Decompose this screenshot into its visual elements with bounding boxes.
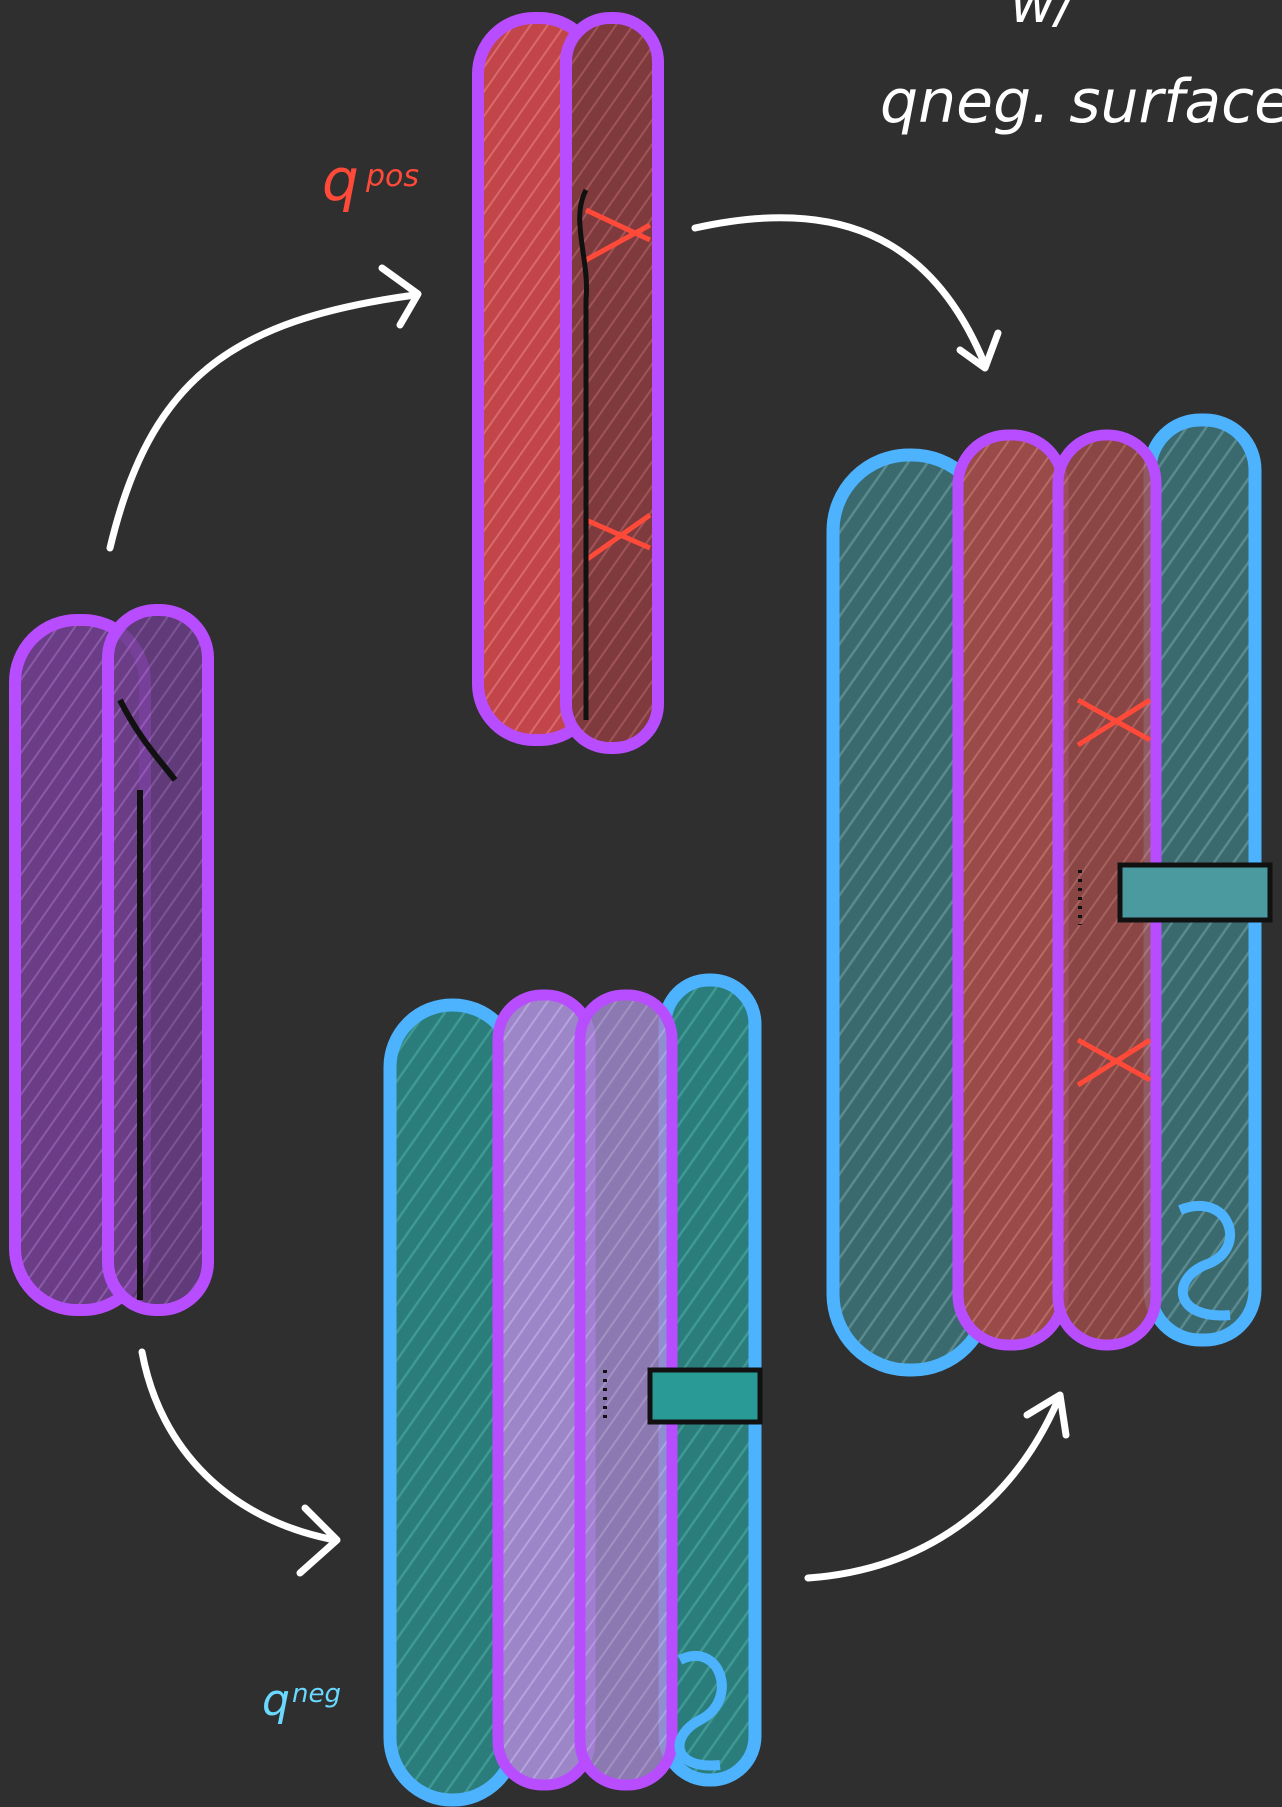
- red-strand-right: [566, 18, 658, 748]
- qpos-label-main: q: [322, 146, 359, 214]
- lavender-teal-bridge: [650, 1370, 760, 1422]
- purple-strand-right: [108, 610, 208, 1310]
- brown-strand-left: [958, 435, 1063, 1345]
- arrow-lavender-to-brown: [808, 1400, 1058, 1578]
- arrow-purple-to-lavender-head: [300, 1508, 337, 1573]
- purple-protein-dimer-icon: [15, 610, 208, 1310]
- heading: w/ qneg. surface: [880, 0, 1282, 137]
- qneg-label: q neg: [262, 1675, 341, 1726]
- arrow-red-to-brown: [695, 218, 985, 365]
- brown-teal-complex-icon: [833, 420, 1270, 1370]
- qneg-label-sup: neg: [292, 1679, 341, 1709]
- arrow-purple-to-red: [110, 295, 415, 548]
- lavender-teal-complex-icon: [390, 980, 760, 1800]
- heading-text: qneg. surface: [880, 67, 1282, 137]
- heading-top-text: w/: [1010, 0, 1080, 36]
- qpos-label: q pos: [322, 146, 419, 214]
- qneg-label-main: q: [262, 1675, 290, 1726]
- red-protein-dimer-icon: [478, 18, 658, 748]
- qpos-label-sup: pos: [365, 159, 419, 194]
- brown-teal-bridge: [1120, 865, 1270, 920]
